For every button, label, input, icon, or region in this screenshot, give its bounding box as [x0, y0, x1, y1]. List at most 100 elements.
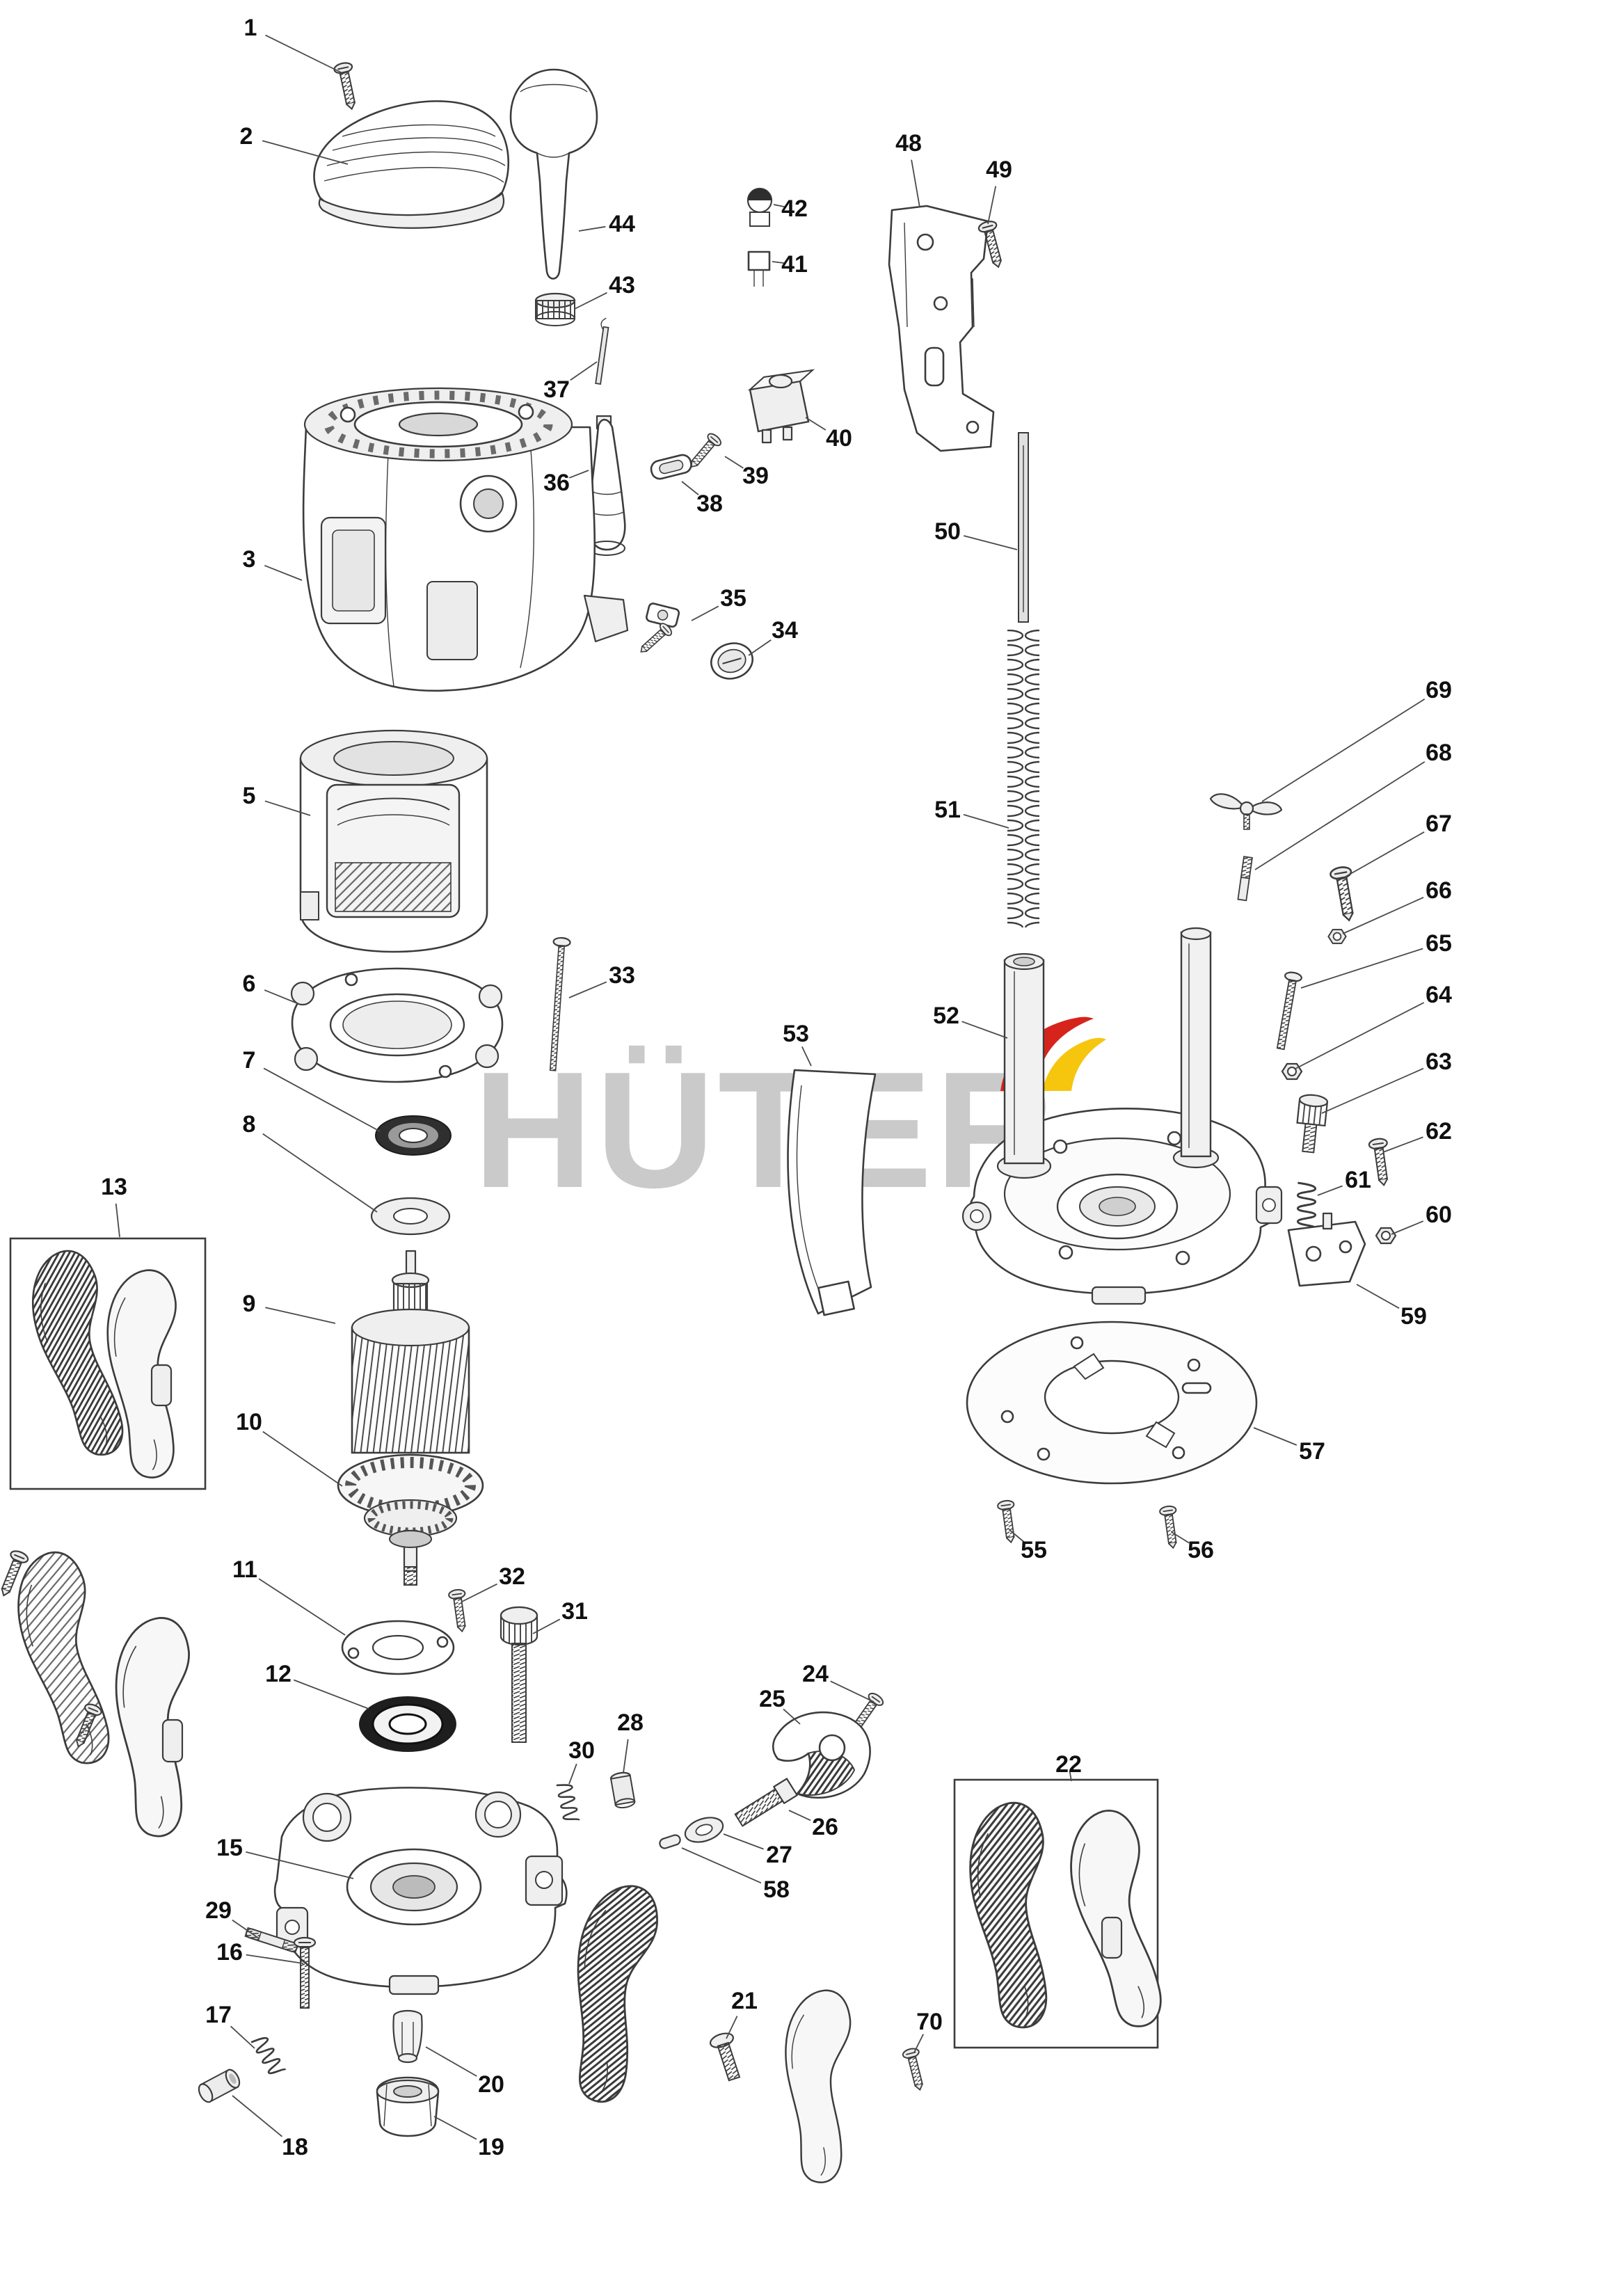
- handle-set-box-22: [953, 1778, 1164, 2049]
- part-spring-30: [555, 1781, 580, 1824]
- leader-line-12: [294, 1679, 369, 1709]
- leader-line-20: [425, 2046, 477, 2077]
- part-screw-21: [709, 2032, 741, 2082]
- leader-line-3: [264, 564, 303, 581]
- part-number-18: 18: [282, 2134, 308, 2160]
- part-number-48: 48: [895, 130, 922, 157]
- leader-line-33: [568, 981, 607, 998]
- leader-line-43: [574, 292, 607, 310]
- part-number-43: 43: [609, 272, 635, 298]
- column-left: [1003, 959, 1045, 1165]
- part-switch-40: [747, 369, 815, 444]
- part-sleeve-18: [198, 2068, 241, 2103]
- leader-line-30: [568, 1763, 577, 1785]
- leader-line-56: [1171, 1531, 1190, 1544]
- leader-line-13: [115, 1203, 120, 1238]
- part-number-11: 11: [232, 1556, 257, 1583]
- part-number-69: 69: [1426, 677, 1452, 703]
- part-number-26: 26: [812, 1814, 838, 1840]
- part-number-20: 20: [478, 2071, 504, 2098]
- part-number-35: 35: [720, 585, 746, 612]
- part-wing-bolt-69: [1209, 793, 1283, 830]
- leader-line-57: [1253, 1427, 1297, 1446]
- leader-line-42: [773, 204, 787, 208]
- part-bolt-31: [500, 1606, 538, 1743]
- leader-line-17: [230, 2025, 255, 2049]
- part-screw-55: [996, 1499, 1020, 1545]
- leader-line-50: [963, 535, 1018, 550]
- part-number-50: 50: [934, 518, 961, 545]
- part-stop-bracket-59: [1287, 1212, 1366, 1287]
- part-bracket-48: [888, 205, 995, 452]
- leader-line-53: [801, 1046, 812, 1067]
- part-router-base-15: [273, 1787, 568, 1995]
- leader-line-25: [783, 1708, 801, 1725]
- part-cover-plate-38: [650, 454, 692, 480]
- brand-logo-flame-yellow: [1042, 1037, 1106, 1091]
- leader-line-18: [232, 2095, 283, 2137]
- leader-line-16: [246, 1954, 304, 1964]
- part-washer-8: [370, 1197, 451, 1236]
- part-screw-67: [1328, 865, 1361, 923]
- leader-line-39: [724, 456, 744, 469]
- part-number-70: 70: [916, 2009, 943, 2035]
- leader-line-40: [805, 417, 827, 431]
- leader-line-22: [1069, 1771, 1072, 1782]
- part-number-22: 22: [1055, 1751, 1082, 1778]
- handle-half-left-plain: [97, 1612, 205, 1840]
- part-number-58: 58: [763, 1876, 790, 1903]
- leader-line-28: [623, 1739, 629, 1773]
- leader-line-6: [264, 989, 301, 1005]
- leader-line-61: [1317, 1185, 1343, 1196]
- leader-line-55: [1008, 1529, 1025, 1542]
- leader-line-21: [726, 2016, 738, 2039]
- part-armature-9: [351, 1250, 470, 1454]
- leader-line-27: [723, 1833, 764, 1850]
- leader-line-49: [987, 186, 997, 225]
- leader-line-5: [264, 800, 311, 816]
- leader-line-35: [691, 605, 719, 621]
- handle-set-box-13: [9, 1237, 207, 1490]
- part-number-31: 31: [561, 1598, 588, 1625]
- part-number-33: 33: [609, 962, 635, 989]
- part-screw-56: [1158, 1504, 1182, 1550]
- part-number-27: 27: [766, 1842, 792, 1868]
- part-motor-housing-3: [302, 387, 629, 692]
- leader-line-58: [681, 1847, 762, 1884]
- part-number-53: 53: [783, 1021, 809, 1047]
- callout-layer: 1244434241374036383933534484950515336781…: [101, 15, 1452, 2160]
- part-number-30: 30: [568, 1737, 595, 1764]
- part-knob-handle-44: [509, 68, 598, 280]
- part-number-66: 66: [1426, 877, 1452, 904]
- leader-line-59: [1356, 1284, 1400, 1309]
- part-number-64: 64: [1426, 982, 1452, 1008]
- part-number-36: 36: [543, 470, 570, 496]
- part-screw-16: [293, 1936, 317, 2009]
- leader-line-36: [569, 470, 589, 479]
- part-screw-70: [901, 2046, 929, 2093]
- part-retainer-ring-6: [290, 967, 504, 1083]
- leader-line-41: [772, 261, 786, 264]
- handle-slot: [161, 1719, 184, 1763]
- leader-line-38: [681, 481, 699, 495]
- part-number-24: 24: [802, 1661, 829, 1687]
- part-number-34: 34: [772, 617, 798, 644]
- part-number-59: 59: [1400, 1303, 1427, 1330]
- leader-line-67: [1345, 831, 1425, 877]
- part-knurled-nut-43: [534, 292, 576, 326]
- part-flat-ring-11: [341, 1620, 455, 1675]
- part-collet-nut-19: [376, 2076, 440, 2137]
- leader-line-19: [433, 2116, 477, 2140]
- part-number-9: 9: [243, 1291, 256, 1317]
- part-top-cover-2: [313, 100, 510, 229]
- part-brush-cap-42: [746, 187, 773, 227]
- leader-line-1: [265, 34, 342, 73]
- part-number-55: 55: [1021, 1537, 1047, 1563]
- part-bearing-12: [359, 1696, 456, 1752]
- part-pin-58: [659, 1834, 681, 1849]
- part-number-32: 32: [499, 1563, 525, 1590]
- part-number-62: 62: [1426, 1118, 1452, 1145]
- part-number-41: 41: [781, 251, 808, 278]
- handle-half-mid-hatched: [538, 1874, 678, 2108]
